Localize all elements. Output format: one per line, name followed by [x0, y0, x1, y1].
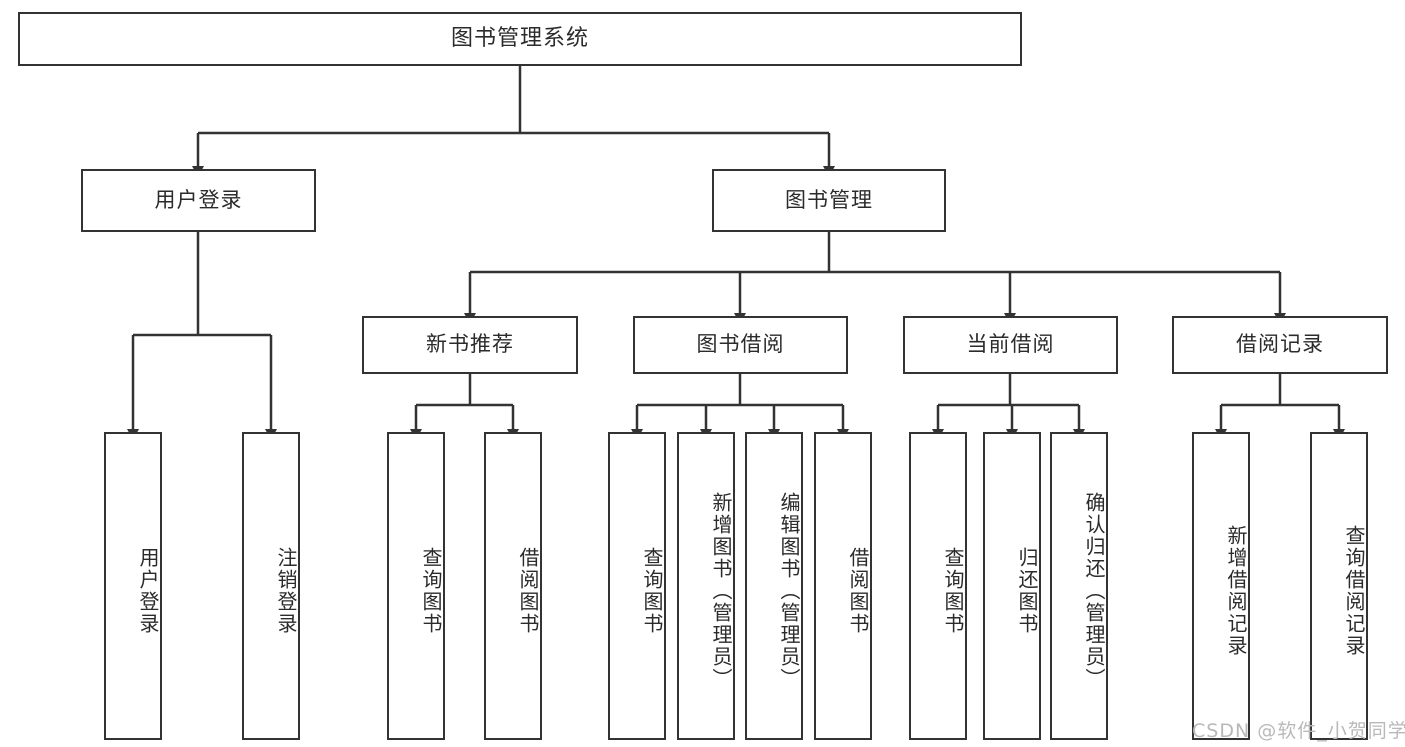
node-level3-2[interactable]: 当前借阅: [903, 316, 1118, 374]
node-label: 图书管理系统: [450, 25, 589, 51]
node-label: 图书管理: [785, 187, 873, 212]
node-leaf-2[interactable]: 查询图书: [387, 432, 445, 740]
node-label: 图书借阅: [696, 332, 785, 357]
node-leaf-5[interactable]: 新增图书（管理员）: [677, 432, 735, 740]
node-leaf-12[interactable]: 查询借阅记录: [1310, 432, 1368, 740]
node-label: 查询图书: [640, 547, 664, 635]
node-leaf-11[interactable]: 新增借阅记录: [1192, 432, 1250, 740]
node-level3-1[interactable]: 图书借阅: [633, 316, 848, 374]
node-label: 用户登录: [154, 187, 243, 212]
node-label: 确认归还（管理员）: [1082, 492, 1106, 690]
node-label: 借阅图书: [846, 547, 870, 635]
node-label: 借阅图书: [516, 547, 540, 635]
node-level2-1[interactable]: 图书管理: [712, 169, 946, 232]
node-leaf-8[interactable]: 查询图书: [909, 432, 967, 740]
node-leaf-0[interactable]: 用户登录: [104, 432, 162, 740]
node-leaf-1[interactable]: 注销登录: [242, 432, 300, 740]
node-root-book-management-system[interactable]: 图书管理系统: [18, 12, 1022, 66]
node-level3-3[interactable]: 借阅记录: [1172, 316, 1388, 374]
node-label: 新增图书（管理员）: [709, 492, 733, 690]
edge-group: [133, 66, 1339, 430]
node-leaf-4[interactable]: 查询图书: [608, 432, 666, 740]
node-label: 新增借阅记录: [1224, 525, 1248, 657]
node-label: 用户登录: [136, 547, 160, 635]
node-level2-0[interactable]: 用户登录: [81, 169, 316, 232]
node-leaf-6[interactable]: 编辑图书（管理员）: [745, 432, 803, 740]
node-level3-0[interactable]: 新书推荐: [362, 316, 578, 374]
node-leaf-7[interactable]: 借阅图书: [814, 432, 872, 740]
node-leaf-10[interactable]: 确认归还（管理员）: [1050, 432, 1108, 740]
node-label: 查询图书: [419, 547, 443, 635]
node-label: 编辑图书（管理员）: [777, 492, 801, 690]
node-label: 查询借阅记录: [1342, 525, 1366, 657]
node-label: 查询图书: [941, 547, 965, 635]
node-label: 借阅记录: [1236, 332, 1324, 357]
node-leaf-3[interactable]: 借阅图书: [484, 432, 542, 740]
node-leaf-9[interactable]: 归还图书: [983, 432, 1041, 740]
node-label: 新书推荐: [426, 332, 514, 357]
node-label: 注销登录: [274, 547, 298, 635]
node-label: 归还图书: [1015, 547, 1039, 635]
node-label: 当前借阅: [966, 332, 1055, 357]
csdn-watermark: CSDN @软件_小贺同学: [1192, 720, 1405, 742]
